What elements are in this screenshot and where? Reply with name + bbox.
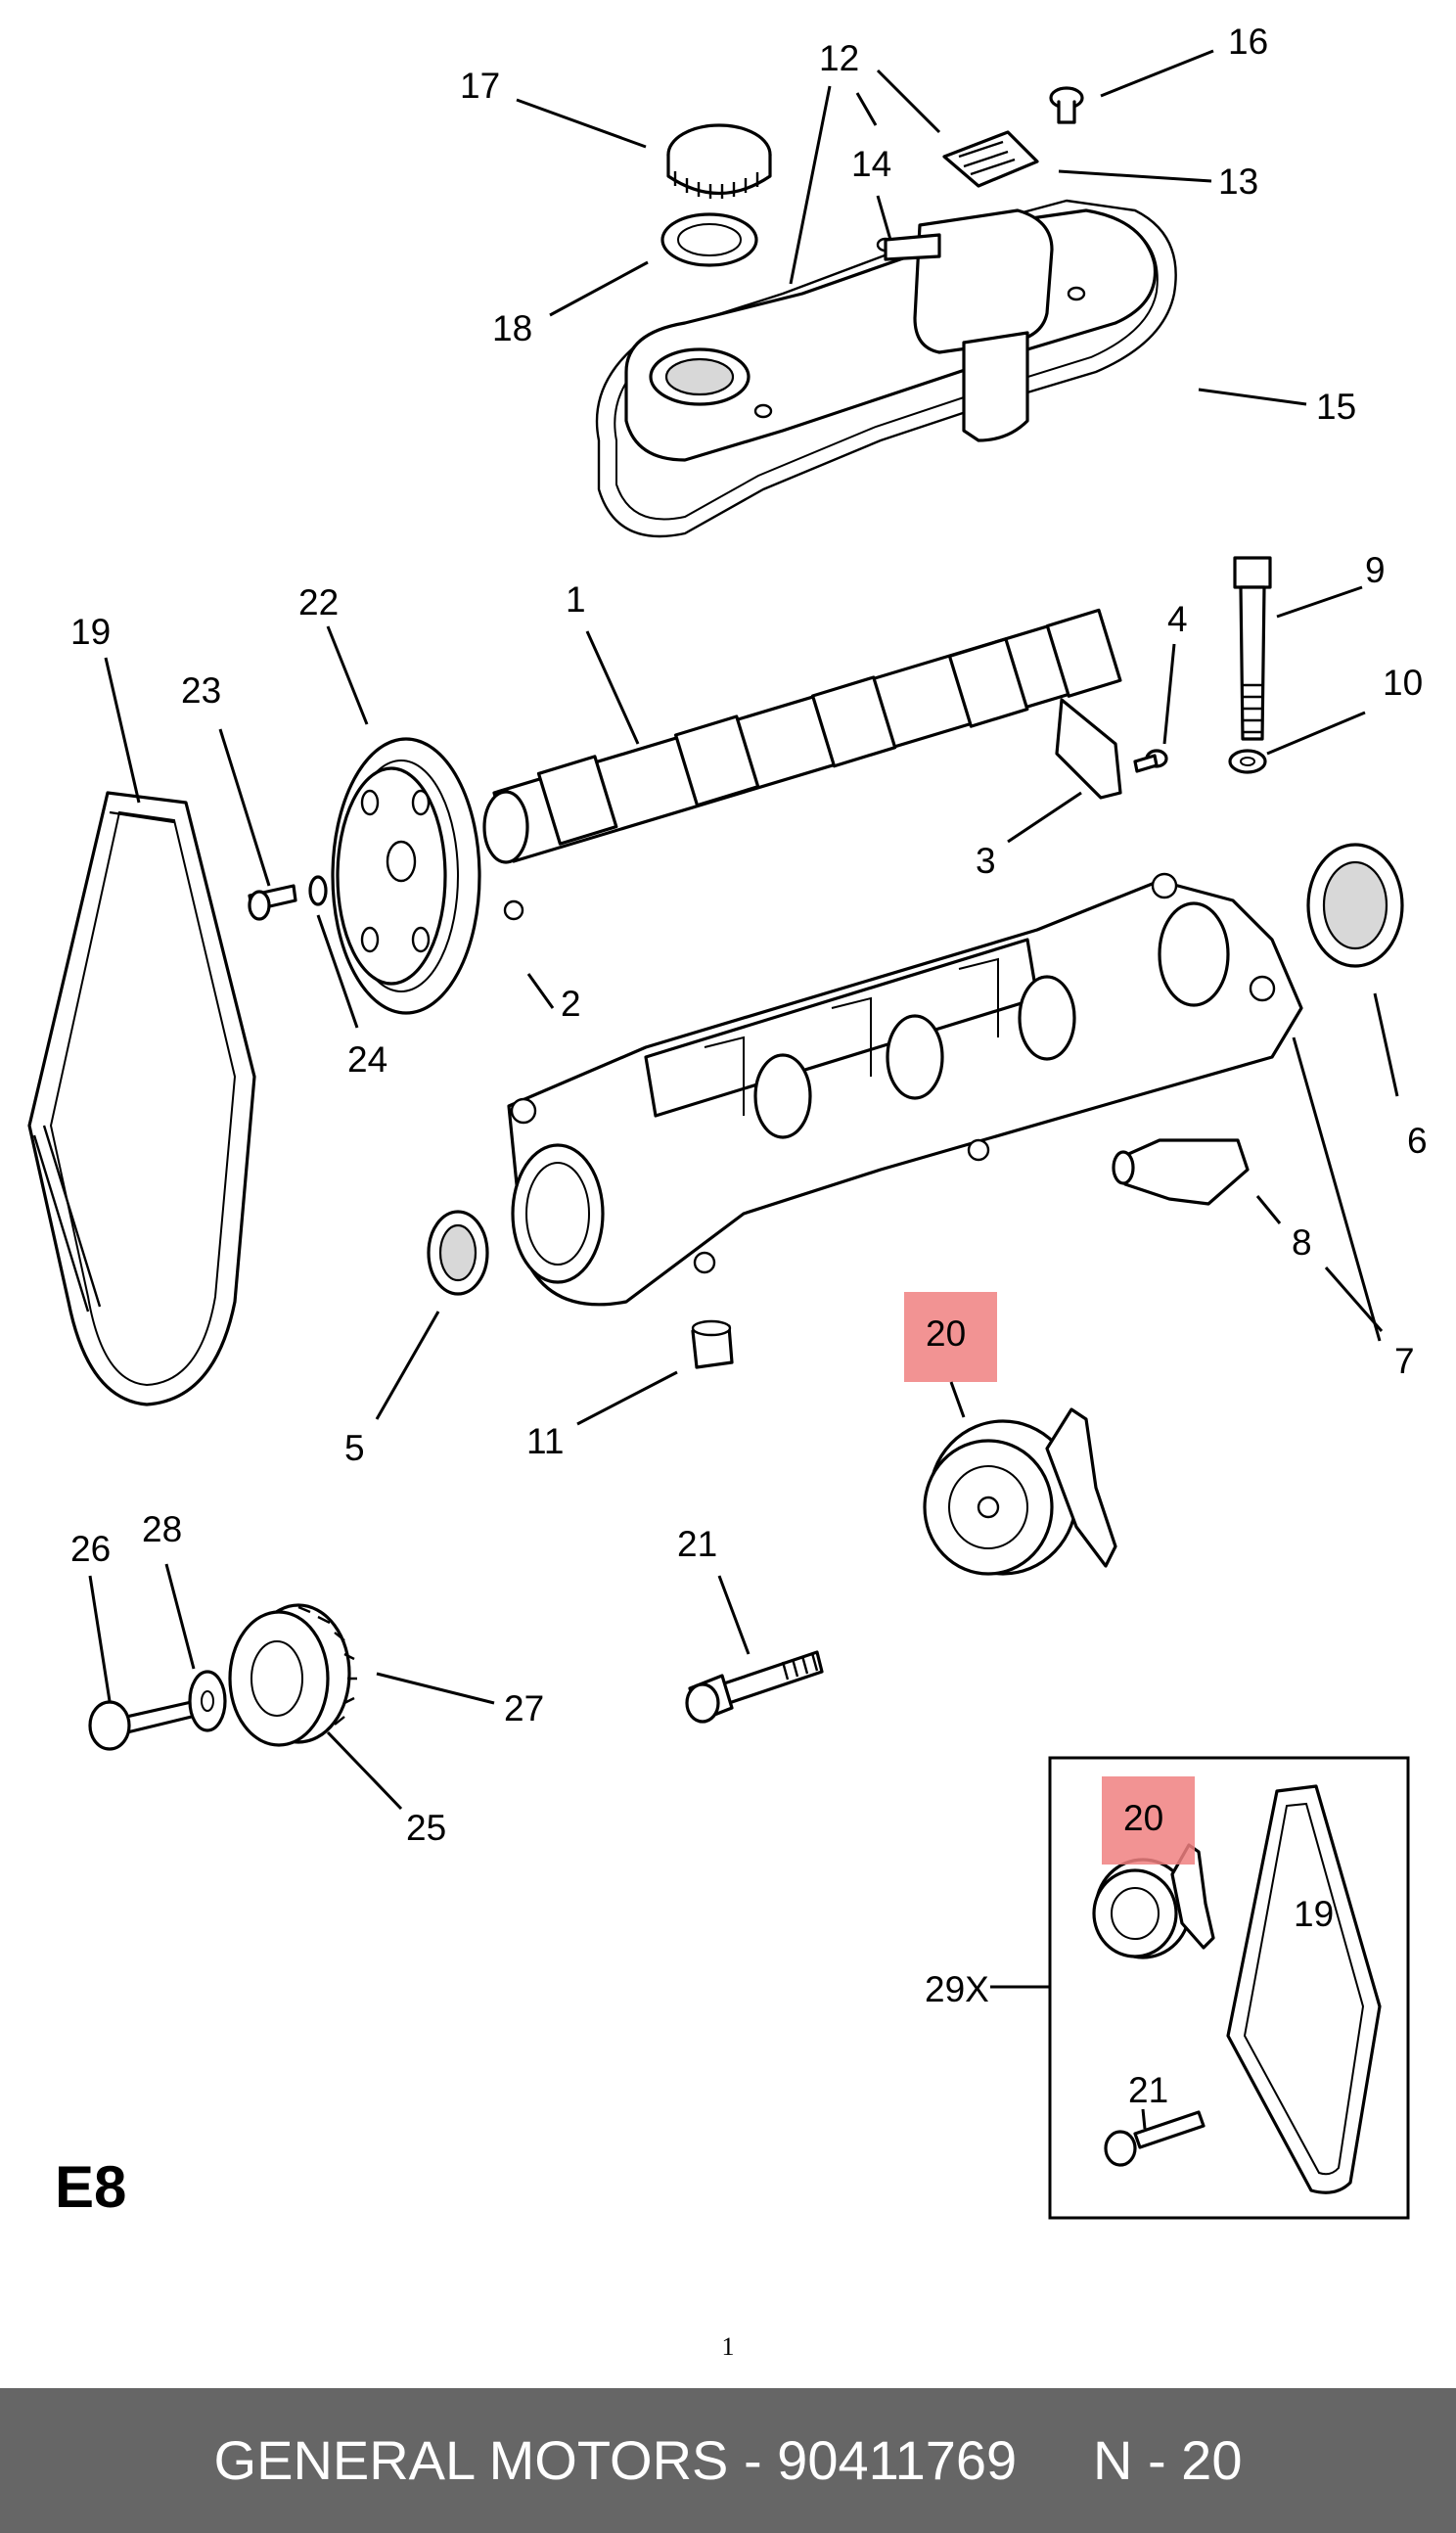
- sensor-8: [1112, 1138, 1250, 1206]
- callout-28: 28: [142, 1509, 182, 1549]
- kit-inset-29x: [1048, 1756, 1410, 2220]
- callout-3: 3: [976, 841, 996, 881]
- valve-cover: [624, 208, 1158, 462]
- callout-1: 1: [566, 579, 586, 620]
- timing-belt-19: [27, 791, 256, 1406]
- oil-filler-cap-17: [666, 123, 772, 199]
- callout-29x: 29X: [925, 1969, 989, 2009]
- callout-4: 4: [1167, 599, 1188, 639]
- footer-bar: GENERAL MOTORS - 90411769 N - 20: [0, 2388, 1456, 2533]
- dowel-sleeve-11: [691, 1319, 734, 1369]
- page-number: 1: [721, 2332, 735, 2361]
- washer-10: [1228, 749, 1267, 774]
- inset-bolt-21: [1104, 2110, 1206, 2167]
- callout-14: 14: [851, 144, 891, 184]
- callout-8: 8: [1292, 1222, 1312, 1263]
- washer-28: [188, 1670, 227, 1732]
- inset-tensioner-20: [1092, 1843, 1215, 1959]
- highlight-box-inset-20: [1102, 1776, 1195, 1865]
- oil-seal-5: [427, 1210, 489, 1296]
- highlight-box-20: [904, 1292, 997, 1382]
- callout-10: 10: [1383, 663, 1423, 703]
- callout-21: 21: [677, 1524, 717, 1564]
- callout-2: 2: [561, 984, 581, 1024]
- belt-tensioner-20: [923, 1407, 1117, 1576]
- breather-filter-12-13: [942, 130, 1039, 188]
- callout-26: 26: [70, 1529, 111, 1569]
- plug-2: [503, 899, 524, 921]
- callout-9: 9: [1365, 550, 1386, 590]
- leader-lines: [88, 49, 1399, 2130]
- hose-nipple-14: [884, 233, 941, 261]
- inset-timing-belt-19: [1226, 1784, 1382, 2194]
- callout-18: 18: [492, 308, 532, 348]
- oil-seal-6: [1306, 843, 1404, 968]
- callout-15: 15: [1316, 387, 1356, 427]
- screw-16: [1049, 86, 1084, 124]
- footer-part-info: GENERAL MOTORS - 90411769 N - 20: [213, 2429, 1243, 2491]
- callout-23: 23: [181, 670, 221, 711]
- washer-24: [308, 875, 328, 906]
- callout-12: 12: [819, 38, 859, 78]
- thrust-plate-3: [1055, 698, 1122, 800]
- camshaft-1: [482, 608, 1122, 864]
- seal-ring-18: [660, 212, 758, 267]
- tensioner-bolt-21: [685, 1650, 824, 1724]
- page-code-label: E8: [55, 2154, 127, 2220]
- callout-5: 5: [344, 1428, 365, 1468]
- callout-inset-19: 19: [1294, 1894, 1334, 1934]
- callout-17: 17: [460, 66, 500, 106]
- camshaft-sprocket-22: [331, 737, 481, 1015]
- callout-13: 13: [1218, 161, 1258, 202]
- camshaft-housing-7: [507, 872, 1303, 1307]
- callout-20: 20: [926, 1313, 966, 1354]
- callout-25: 25: [406, 1808, 446, 1848]
- callout-7: 7: [1394, 1341, 1415, 1381]
- sprocket-bolt-23: [248, 884, 297, 921]
- exploded-parts-diagram: 17 12 16 14 13 18 15 9 22 1 4 19 10 23 3…: [27, 22, 1428, 2220]
- callout-22: 22: [298, 582, 339, 622]
- screw-4: [1133, 749, 1168, 773]
- callout-inset-20: 20: [1123, 1798, 1163, 1838]
- callout-inset-21: 21: [1128, 2070, 1168, 2110]
- crankshaft-sprocket-25: [228, 1603, 357, 1747]
- callout-27: 27: [504, 1688, 544, 1728]
- bolt-9: [1233, 556, 1272, 741]
- callout-labels: 17 12 16 14 13 18 15 9 22 1 4 19 10 23 3…: [70, 22, 1428, 2110]
- callout-24: 24: [347, 1039, 387, 1080]
- callout-11: 11: [526, 1421, 564, 1461]
- callout-16: 16: [1228, 22, 1268, 62]
- callout-6: 6: [1407, 1121, 1428, 1161]
- crankshaft-bolt-26: [88, 1699, 202, 1751]
- callout-19: 19: [70, 612, 111, 652]
